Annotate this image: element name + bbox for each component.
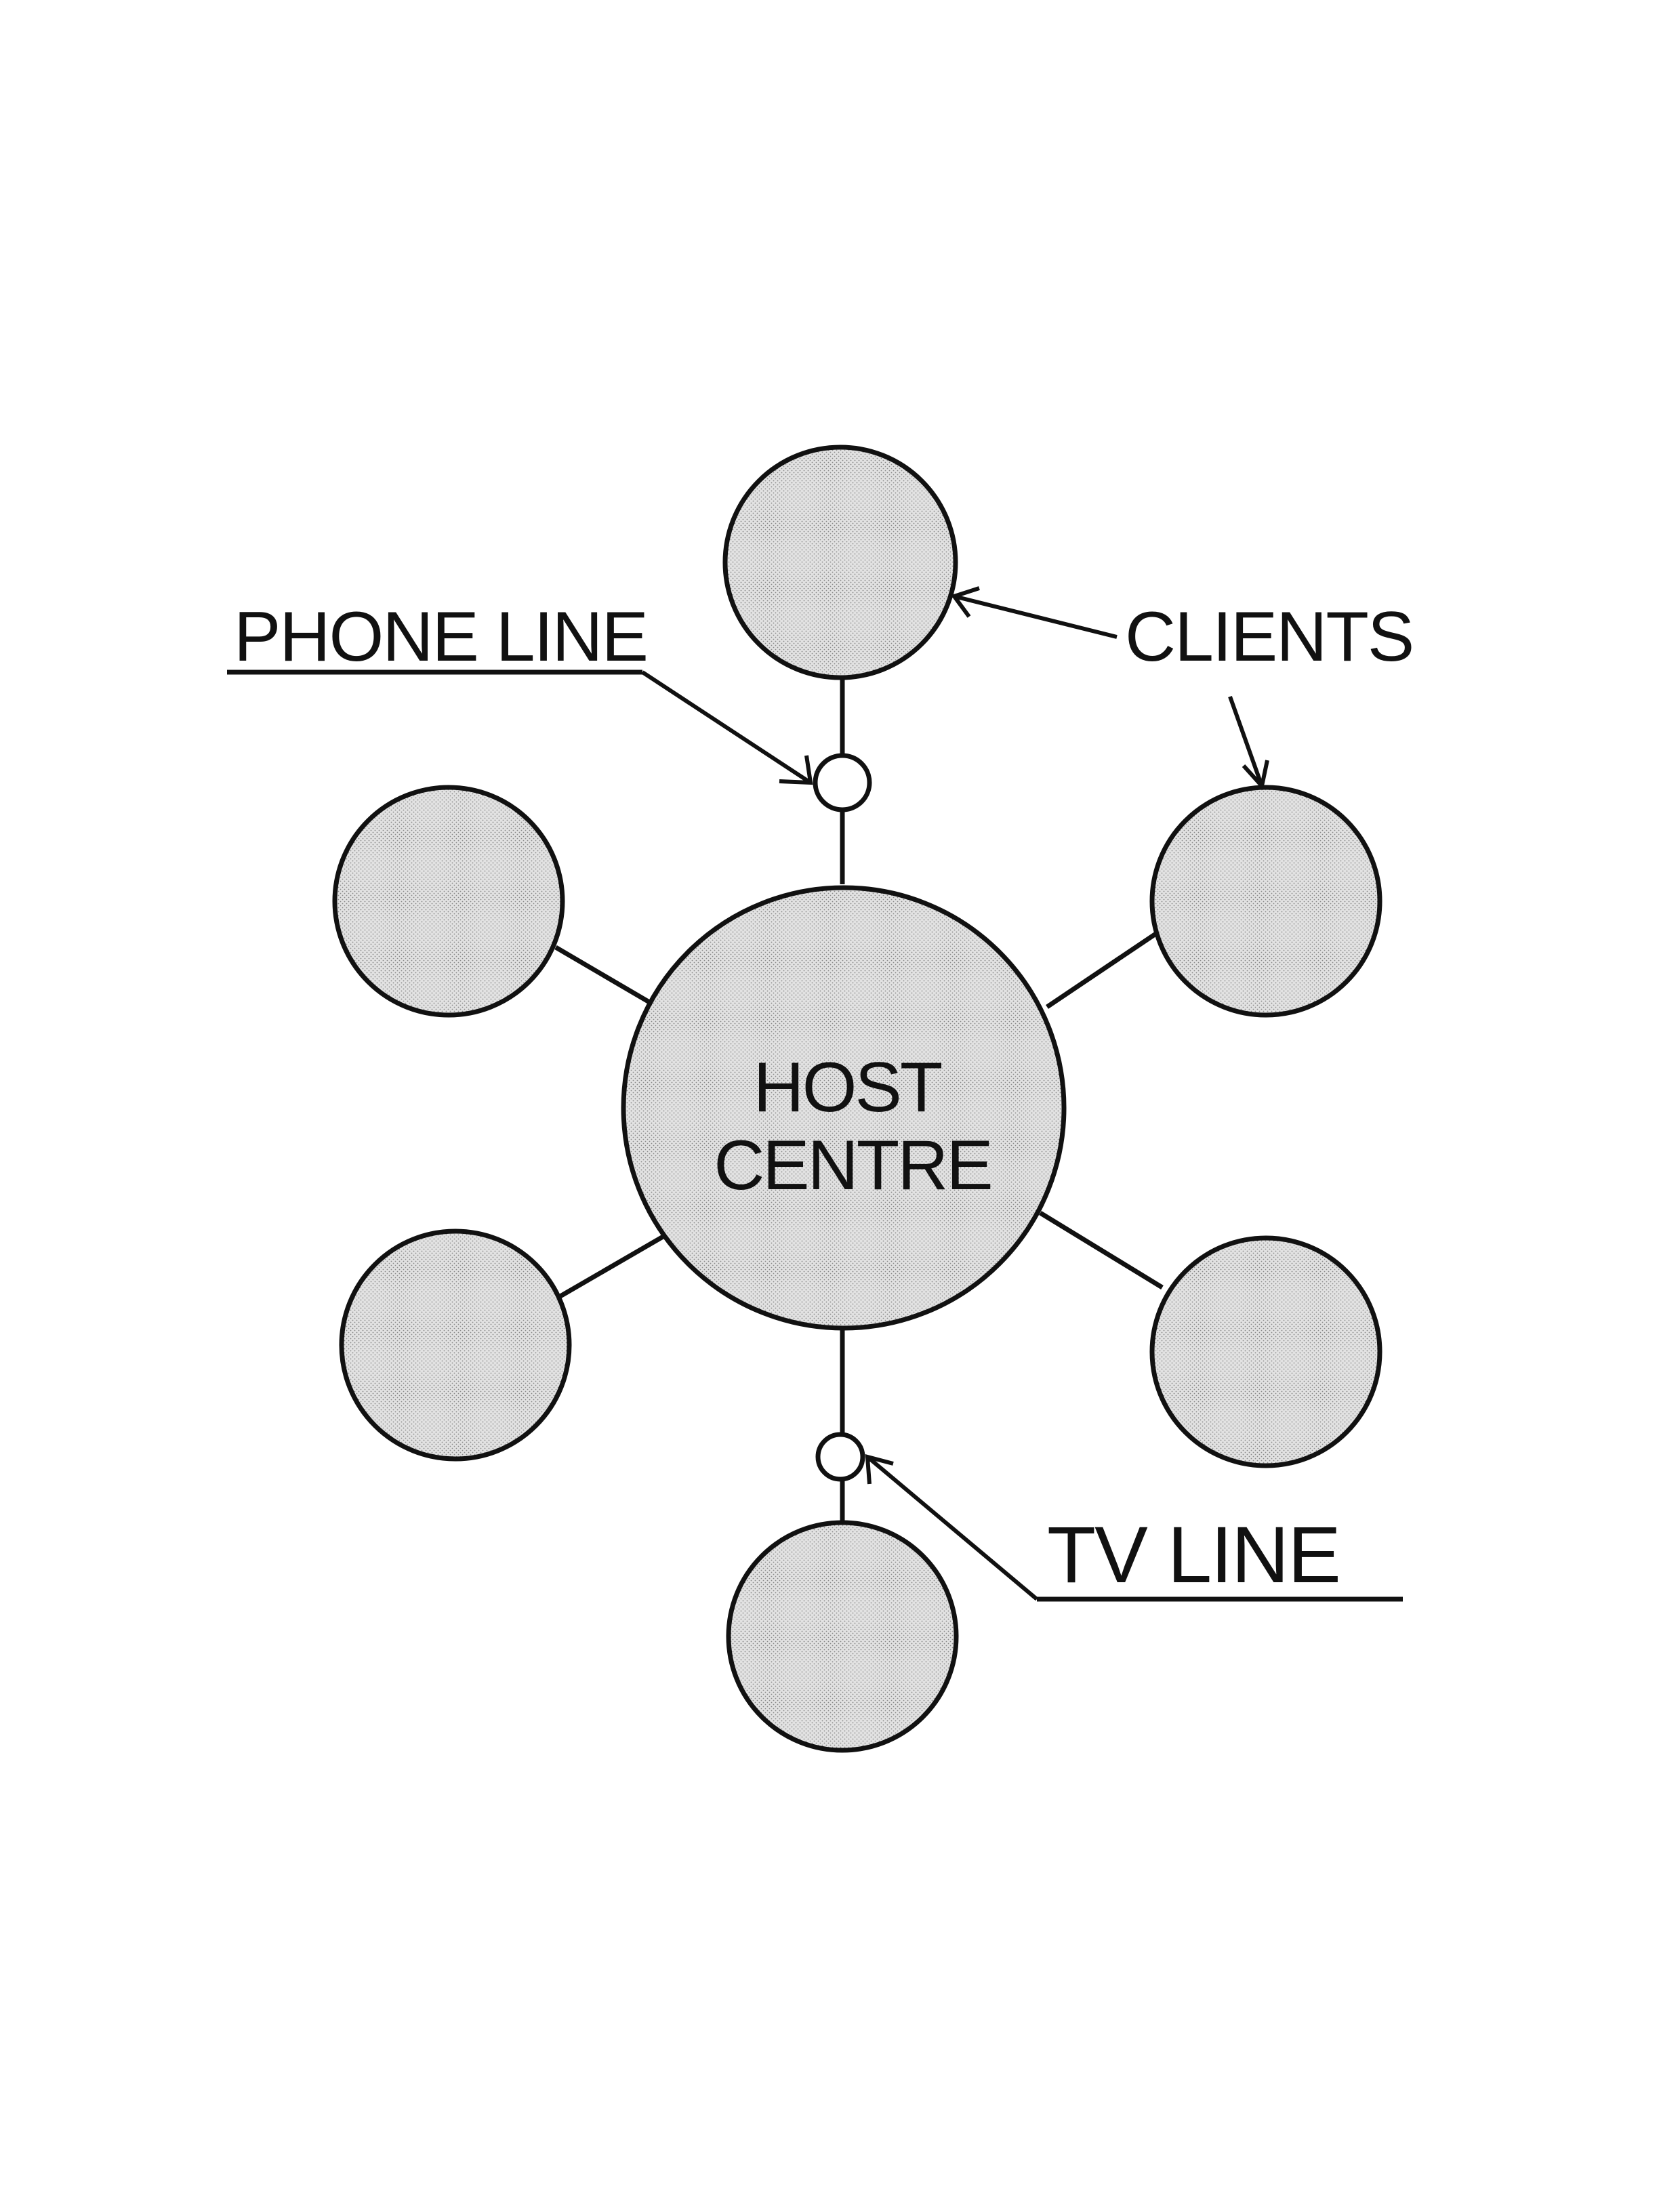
clients-arrowhead-right [1242,760,1269,791]
host-node-group: HOST CENTRE [621,885,1067,1331]
client-node-upper-left [332,785,565,1018]
phone-line-connector [813,753,872,812]
client-node-top [722,445,958,680]
tv-line-leader [866,1455,1038,1601]
clients-label: CLIENTS [1125,598,1413,676]
link-lower-left [553,1231,670,1302]
phone-line-arrowhead [779,755,813,785]
client-nodes [332,445,1382,1753]
client-node-upper-right [1149,785,1382,1018]
tv-line-connector [815,1432,865,1482]
host-label-line2: CENTRE [714,1126,991,1205]
clients-arrowhead-top [951,586,980,618]
client-node-lower-left [339,1229,572,1462]
phone-line-label: PHONE LINE [234,598,647,676]
clients-annotation: CLIENTS [951,586,1414,791]
link-upper-left [554,945,652,1006]
host-label-line1: HOST [754,1048,942,1127]
tv-line-label: TV LINE [1047,1510,1340,1600]
host-node [621,885,1067,1331]
link-lower-right [1039,1211,1164,1289]
tv-line-annotation: TV LINE [865,1454,1403,1602]
tv-line-arrowhead [865,1454,894,1485]
phone-line-leader [641,670,812,785]
clients-leader-right [1228,695,1264,787]
clients-leader-top [954,594,1118,639]
client-node-lower-right [1149,1235,1382,1468]
client-node-bottom [726,1520,959,1753]
links [553,674,1164,1535]
phone-line-annotation: PHONE LINE [227,598,813,785]
link-upper-right [1046,930,1160,1009]
